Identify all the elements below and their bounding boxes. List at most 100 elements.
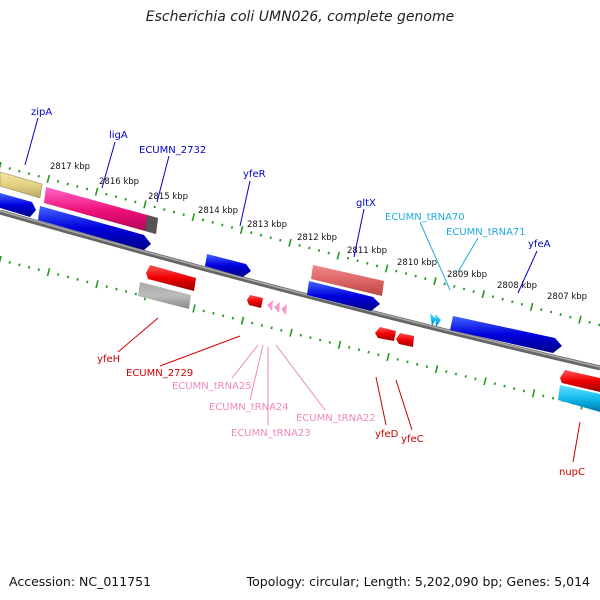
minor-tick — [105, 192, 108, 196]
minor-tick — [270, 326, 273, 330]
reverse-genes — [138, 265, 600, 392]
gene-ECUMN_tRNA23[interactable] — [274, 302, 280, 313]
gene-nupC[interactable] — [560, 370, 600, 392]
scale-label: 2808 kbp — [497, 281, 537, 291]
scale-label: 2816 kbp — [99, 177, 139, 187]
gene-ligA-end[interactable] — [145, 215, 158, 234]
minor-tick — [85, 187, 89, 191]
major-tick — [337, 340, 342, 349]
minor-tick — [134, 292, 137, 296]
gene-ECUMN_tRNA24[interactable] — [267, 300, 273, 311]
minor-tick — [202, 309, 205, 313]
label-leaders — [24, 117, 581, 463]
gene-label-ECUMN_tRNA25: ECUMN_tRNA25 — [172, 381, 252, 392]
minor-tick — [182, 213, 185, 217]
gene-label-yfeD: yfeD — [375, 429, 399, 440]
minor-tick — [8, 167, 11, 170]
minor-tick — [76, 185, 79, 188]
scale-label: 2813 kbp — [247, 220, 287, 230]
genome-backbone-highlight — [0, 210, 600, 368]
minor-tick — [27, 172, 31, 176]
minor-tick — [298, 243, 301, 247]
minor-tick — [472, 290, 475, 293]
gene-yfeA[interactable] — [450, 316, 562, 353]
minor-tick — [549, 310, 553, 314]
gene-ECUMN_tRNA22[interactable] — [281, 304, 287, 315]
minor-tick — [503, 384, 506, 388]
minor-tick — [513, 387, 516, 390]
minor-tick — [406, 360, 409, 364]
gene-ECUMN_tRNA71[interactable] — [435, 314, 441, 327]
minor-tick — [366, 261, 369, 265]
gene-label-yfeC: yfeC — [401, 434, 424, 445]
minor-tick — [396, 358, 399, 361]
major-tick — [0, 161, 2, 170]
minor-tick — [251, 321, 254, 325]
gene-label-ligA: ligA — [109, 130, 128, 141]
gene-yfeH[interactable] — [146, 265, 196, 291]
minor-tick — [424, 277, 427, 281]
major-tick — [578, 315, 582, 324]
gene-yfeC[interactable] — [396, 333, 414, 347]
genome-backbone — [0, 209, 600, 371]
minor-tick — [279, 238, 282, 242]
minor-tick — [453, 284, 456, 288]
gene-zipA[interactable] — [0, 171, 43, 199]
minor-tick — [280, 329, 283, 332]
gene-label-yfeA: yfeA — [528, 239, 551, 250]
minor-tick — [18, 263, 21, 267]
gene-ECUMN_tRNA25[interactable] — [247, 295, 263, 308]
minor-tick — [221, 314, 225, 318]
minor-tick — [211, 220, 214, 224]
minor-tick — [299, 333, 302, 337]
minor-tick — [377, 353, 380, 356]
minor-tick — [56, 179, 60, 183]
minor-tick — [491, 295, 495, 299]
gene-label-ECUMN_tRNA24: ECUMN_tRNA24 — [209, 402, 289, 413]
minor-tick — [501, 297, 504, 301]
scale-label: 2809 kbp — [447, 270, 487, 280]
gene-yfeR[interactable] — [205, 254, 251, 277]
topology-text: Topology: circular; Length: 5,202,090 bp… — [246, 574, 590, 589]
minor-tick — [542, 394, 545, 398]
gene-label-ECUMN_tRNA22: ECUMN_tRNA22 — [296, 413, 376, 424]
gene-label-zipA: zipA — [31, 107, 52, 118]
minor-tick — [375, 264, 379, 268]
gene-ECUMN_2729[interactable] — [138, 282, 191, 309]
outer-tick-ring — [0, 161, 600, 327]
minor-tick — [269, 236, 272, 240]
major-tick — [46, 268, 51, 277]
gene-ECUMN_tRNA70[interactable] — [430, 313, 436, 326]
scale-label: 2817 kbp — [50, 162, 90, 172]
minor-tick — [221, 223, 224, 227]
minor-tick — [66, 275, 70, 279]
minor-tick — [201, 218, 205, 222]
gene-label-yfeR: yfeR — [243, 169, 266, 180]
major-tick — [386, 352, 390, 362]
minor-tick — [395, 269, 398, 273]
gene-gltX[interactable] — [311, 265, 384, 296]
minor-tick — [540, 308, 543, 311]
minor-tick — [153, 205, 156, 209]
gene-label-ECUMN_2729: ECUMN_2729 — [126, 368, 193, 379]
gene-unlabeled-forward-2[interactable] — [307, 281, 380, 311]
minor-tick — [231, 316, 234, 320]
minor-tick — [114, 195, 118, 199]
minor-tick — [348, 345, 351, 349]
minor-tick — [124, 197, 127, 201]
gene-ECUMN_2732[interactable] — [38, 206, 151, 250]
gene-nupC-partner[interactable] — [558, 385, 600, 412]
gene-ligA[interactable] — [44, 187, 158, 234]
minor-tick — [569, 315, 572, 319]
minor-tick — [328, 341, 331, 344]
minor-tick — [260, 324, 264, 327]
minor-tick — [8, 261, 11, 264]
minor-tick — [66, 182, 69, 186]
gene-label-ECUMN_2732: ECUMN_2732 — [139, 145, 206, 156]
minor-tick — [327, 251, 330, 255]
minor-tick — [27, 265, 31, 269]
minor-tick — [37, 268, 40, 272]
gene-unlabeled-forward[interactable] — [0, 193, 36, 217]
gene-yfeD[interactable] — [375, 327, 396, 341]
